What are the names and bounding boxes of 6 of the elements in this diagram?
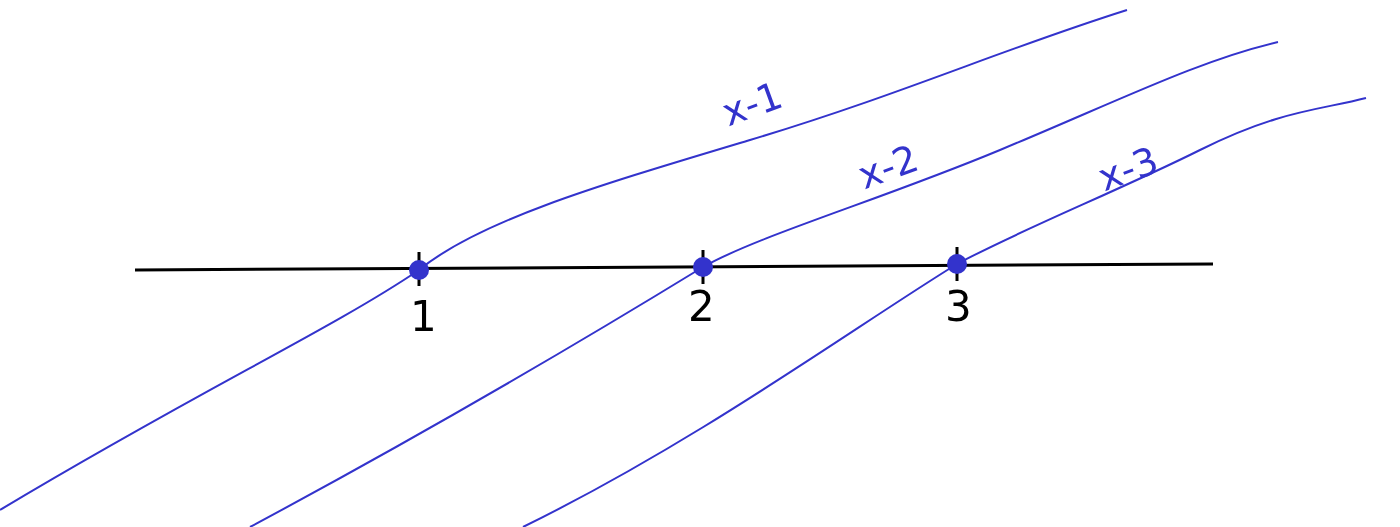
- curve-label: x-3: [1093, 140, 1164, 198]
- curve-label: x-2: [853, 138, 924, 196]
- point-number: 1: [410, 296, 437, 338]
- point-number: 2: [688, 286, 715, 328]
- curve-label: x-1: [717, 75, 788, 133]
- point-number: 3: [945, 286, 972, 328]
